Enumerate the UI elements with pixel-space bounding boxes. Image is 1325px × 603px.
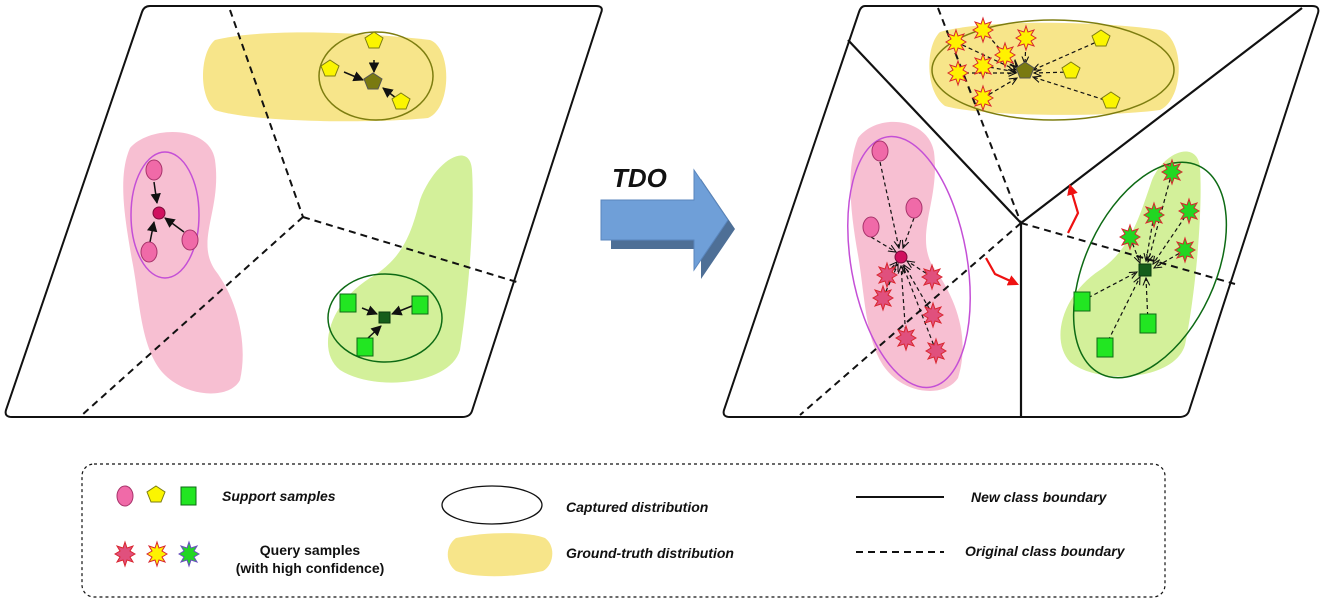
query-star: [1174, 236, 1196, 264]
query-star: [1161, 158, 1183, 186]
gt-region-yellow: [929, 22, 1179, 115]
support-circle: [871, 140, 889, 162]
prototype-yellow: [363, 72, 383, 90]
left-support-squares: [339, 293, 429, 357]
right-panel: [722, 5, 1320, 418]
captured-ellipse-yellow: [931, 19, 1175, 121]
legend-captured-distribution: Captured distribution: [566, 499, 708, 515]
legend-captured-distribution-icon: [441, 485, 543, 525]
right-green-stars: [1119, 158, 1200, 264]
support-circle: [862, 216, 880, 238]
support-circle: [905, 197, 923, 219]
query-star: [922, 301, 944, 329]
query-star: [1178, 197, 1200, 225]
legend-ground-truth-distribution-icon: [447, 533, 553, 577]
legend-support-samples: Support samples: [222, 488, 336, 504]
tdo-label: TDO: [612, 163, 667, 193]
prototype-pink: [894, 250, 908, 264]
support-pentagon: [320, 59, 340, 77]
query-star: [876, 261, 898, 289]
query-star: [921, 263, 943, 291]
support-square: [339, 293, 357, 313]
captured-ellipse-green: [327, 273, 443, 363]
support-square: [1139, 313, 1157, 334]
captured-ellipse-pink: [130, 151, 200, 279]
query-star: [895, 324, 917, 352]
legend-query-samples-note: (with high confidence): [236, 560, 385, 576]
right-yellow-stars: [945, 16, 1037, 112]
support-square: [1096, 337, 1114, 358]
support-pentagon: [1091, 29, 1111, 47]
query-star: [972, 84, 994, 112]
boundary-shift-arrows: [985, 183, 1080, 286]
legend-query-star-green-icon: [178, 540, 200, 568]
support-pentagon: [1061, 61, 1081, 79]
gt-region-green: [327, 155, 473, 383]
prototype-green: [378, 311, 391, 324]
shift-arrow-icon: [1067, 183, 1080, 234]
captured-ellipse-green: [1072, 161, 1228, 379]
query-star: [925, 337, 947, 365]
query-star: [994, 41, 1016, 69]
query-star: [945, 28, 967, 56]
query-star: [1143, 201, 1165, 229]
legend-support-pentagon-icon: [146, 485, 166, 503]
left-panel: [4, 5, 603, 418]
right-support-squares: [1073, 291, 1157, 358]
right-pink-stars: [872, 261, 947, 365]
right-support-pentagons: [1061, 29, 1121, 109]
gt-region-yellow: [202, 32, 447, 122]
query-star: [947, 59, 969, 87]
right-green-arrows: [1081, 171, 1190, 348]
gt-region-green: [1060, 151, 1201, 377]
query-star: [872, 284, 894, 312]
query-star: [1015, 24, 1037, 52]
support-pentagon: [364, 31, 384, 49]
support-pentagon: [391, 92, 411, 110]
legend-new-class-boundary: New class boundary: [971, 489, 1108, 505]
left-support-arrows: [146, 60, 413, 339]
prototype-pink: [152, 206, 166, 220]
tdo-transform-arrow: TDO: [600, 163, 735, 279]
legend-query-samples: Query samples: [260, 542, 361, 558]
legend-box: [81, 463, 1166, 598]
query-star: [1119, 223, 1141, 251]
legend-support-square-icon: [180, 486, 197, 506]
legend-ground-truth-distribution: Ground-truth distribution: [566, 545, 734, 561]
captured-ellipse-pink: [847, 135, 971, 389]
left-support-pentagons: [320, 31, 411, 110]
legend-original-class-boundary: Original class boundary: [965, 543, 1126, 559]
query-star: [972, 16, 994, 44]
legend-query-star-pink-icon: [114, 540, 136, 568]
support-pentagon: [1101, 91, 1121, 109]
left-support-circles: [140, 159, 199, 263]
support-square: [411, 295, 429, 315]
left-original-boundaries: [81, 9, 521, 416]
prototype-yellow: [1015, 61, 1035, 79]
support-circle: [140, 241, 158, 263]
captured-ellipse-yellow: [318, 31, 434, 121]
legend: Support samples Query samples (with high…: [81, 463, 1166, 598]
support-circle: [145, 159, 163, 181]
support-square: [356, 337, 374, 357]
support-circle: [181, 229, 199, 251]
query-star: [972, 52, 994, 80]
support-square: [1073, 291, 1091, 312]
shift-arrow-icon: [985, 257, 1020, 286]
legend-query-star-yellow-icon: [146, 540, 168, 568]
prototype-green: [1138, 263, 1152, 277]
right-support-circles: [862, 140, 923, 238]
legend-support-circle-icon: [116, 485, 134, 507]
